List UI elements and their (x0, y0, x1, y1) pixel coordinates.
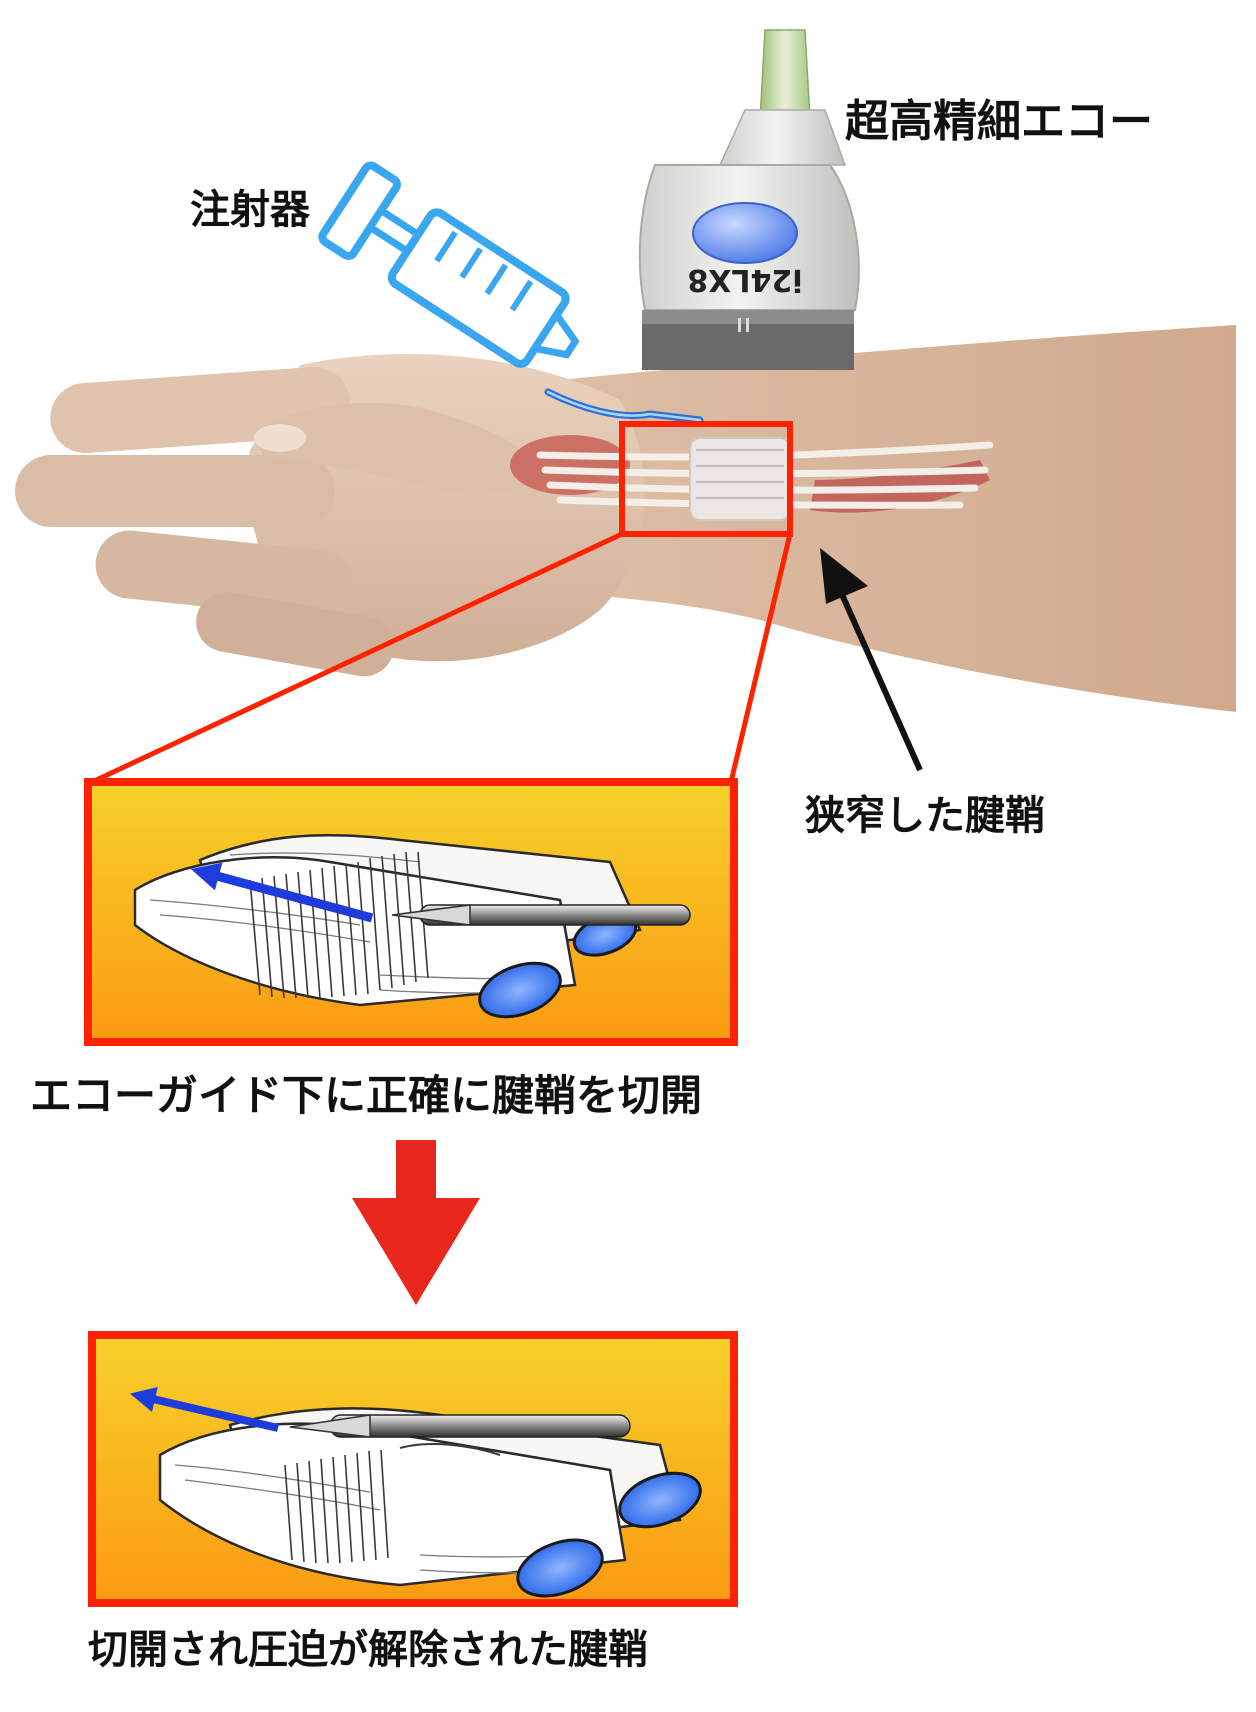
tendon-illustration-1 (133, 833, 691, 1019)
probe-neck (718, 109, 847, 166)
step2-caption: 切開され圧迫が解除された腱鞘 (88, 1627, 648, 1673)
syringe-label: 注射器 (190, 187, 310, 233)
probe-model-text: i24LX8 (687, 262, 802, 297)
narrowed-sheath-label: 狭窄した腱鞘 (805, 793, 1045, 839)
probe-button (692, 202, 798, 264)
finger-middle (15, 455, 335, 527)
thumbnail (254, 424, 306, 452)
blue-arrow-1 (190, 862, 374, 923)
syringe-icon (318, 161, 580, 368)
ultrasound-probe-icon: i24LX8 (638, 29, 860, 370)
panel-step2 (88, 1331, 738, 1607)
hand-illustration (15, 325, 1236, 712)
blue-arrow-2 (130, 1387, 279, 1432)
tendon-illustration-2 (130, 1387, 702, 1598)
probe-cable (759, 29, 811, 121)
zoom-line-right (728, 533, 793, 783)
muscle-thenar (510, 435, 630, 495)
step1-caption: エコーガイド下に正確に腱鞘を切開 (30, 1071, 703, 1120)
black-arrow-icon (820, 548, 923, 772)
highlight-box (619, 421, 793, 537)
zoom-line-left (90, 531, 624, 785)
finger-little (196, 591, 395, 677)
thumb (255, 402, 540, 495)
red-down-arrow-icon (352, 1140, 480, 1305)
panel-step1 (84, 778, 738, 1046)
forearm (560, 325, 1236, 712)
finger-ring (95, 530, 355, 619)
probe-label: 超高精細エコー (845, 96, 1153, 147)
